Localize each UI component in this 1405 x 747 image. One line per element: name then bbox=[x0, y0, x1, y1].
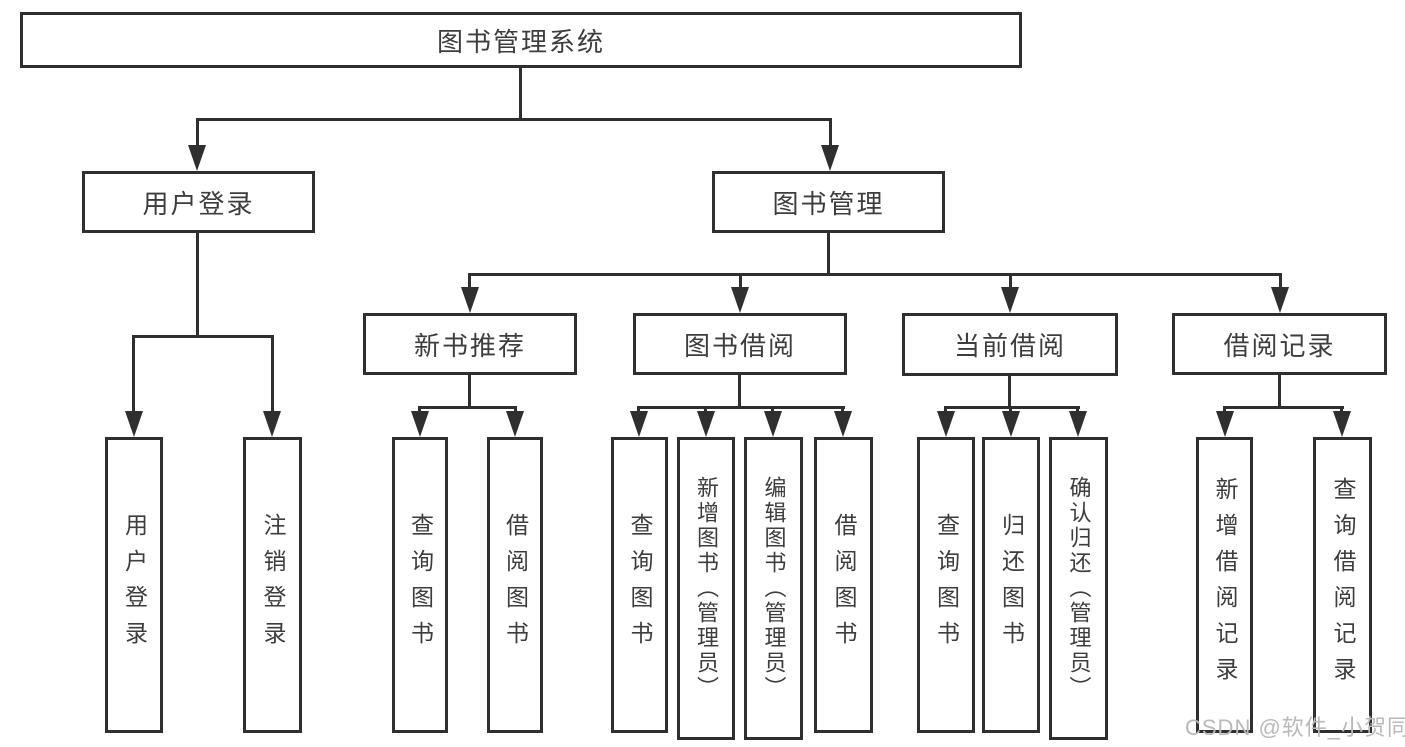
leaf-query-books-current: 查询图书 bbox=[917, 437, 975, 733]
leaf-return-book-label: 归还图书 bbox=[998, 513, 1025, 657]
csdn-watermark: CSDN @软件_小贺同学 bbox=[1185, 715, 1405, 740]
leaf-borrow-books-label: 借阅图书 bbox=[831, 513, 857, 657]
leaf-query-borrow-record: 查询借阅记录 bbox=[1313, 437, 1372, 733]
connector-line bbox=[829, 118, 832, 150]
arrow-down-icon bbox=[1001, 287, 1019, 313]
leaf-add-book-admin-label: 新增图书（管理员） bbox=[694, 476, 719, 701]
leaf-query-books-recommend: 查询图书 bbox=[392, 437, 448, 733]
connector-line bbox=[271, 335, 274, 413]
connector-line bbox=[196, 118, 832, 121]
connector-line bbox=[1223, 406, 1226, 415]
connector-line bbox=[468, 273, 471, 289]
connector-line bbox=[1009, 273, 1012, 289]
node-current-borrowing-label: 当前借阅 bbox=[953, 331, 1066, 361]
leaf-borrow-books: 借阅图书 bbox=[814, 437, 873, 733]
connector-line bbox=[1340, 406, 1343, 415]
leaf-logout-label: 注销登录 bbox=[260, 513, 286, 657]
connector-line bbox=[132, 335, 135, 413]
arrow-down-icon bbox=[1216, 411, 1234, 437]
connector-line bbox=[514, 406, 517, 415]
connector-line bbox=[637, 406, 845, 409]
arrow-down-icon bbox=[821, 145, 839, 171]
connector-line bbox=[418, 406, 517, 409]
leaf-confirm-return-admin: 确认归还（管理员） bbox=[1049, 437, 1108, 740]
leaf-edit-book-admin-label: 编辑图书（管理员） bbox=[761, 476, 787, 701]
arrow-down-icon bbox=[1002, 411, 1020, 437]
leaf-query-books-current-label: 查询图书 bbox=[933, 513, 960, 657]
leaf-borrow-books-recommend-label: 借阅图书 bbox=[502, 513, 529, 657]
arrow-down-icon bbox=[188, 145, 206, 171]
connector-line bbox=[132, 335, 273, 338]
leaf-query-books-borrowing: 查询图书 bbox=[611, 437, 668, 733]
leaf-user-login-label: 用户登录 bbox=[121, 513, 148, 657]
arrow-down-icon bbox=[1333, 411, 1351, 437]
connector-line bbox=[944, 406, 1080, 409]
arrow-down-icon bbox=[125, 411, 143, 437]
leaf-query-books-borrowing-label: 查询图书 bbox=[627, 513, 653, 657]
node-new-book-recommendation: 新书推荐 bbox=[363, 313, 577, 375]
node-borrowing-records-label: 借阅记录 bbox=[1223, 330, 1336, 361]
leaf-add-book-admin: 新增图书（管理员） bbox=[677, 437, 735, 740]
arrow-down-icon bbox=[1069, 411, 1087, 437]
leaf-add-borrow-record: 新增借阅记录 bbox=[1196, 437, 1253, 733]
node-book-borrowing: 图书借阅 bbox=[633, 313, 847, 375]
connector-line bbox=[827, 233, 830, 273]
connector-line bbox=[196, 118, 199, 150]
arrow-down-icon bbox=[731, 287, 749, 313]
leaf-borrow-books-recommend: 借阅图书 bbox=[487, 437, 543, 733]
connector-line bbox=[704, 406, 707, 415]
connector-line bbox=[738, 375, 741, 406]
leaf-add-borrow-record-label: 新增借阅记录 bbox=[1212, 477, 1238, 693]
arrow-down-icon bbox=[697, 411, 715, 437]
leaf-query-borrow-record-label: 查询借阅记录 bbox=[1330, 477, 1356, 693]
arrow-down-icon bbox=[461, 287, 479, 313]
node-library-management-system-label: 图书管理系统 bbox=[436, 26, 605, 57]
leaf-user-login: 用户登录 bbox=[105, 437, 163, 733]
node-book-management-label: 图书管理 bbox=[772, 188, 885, 219]
leaf-return-book: 归还图书 bbox=[982, 437, 1040, 733]
arrow-down-icon bbox=[834, 411, 852, 437]
leaf-query-books-recommend-label: 查询图书 bbox=[407, 513, 434, 657]
connector-line bbox=[418, 406, 421, 415]
node-book-management: 图书管理 bbox=[712, 171, 945, 233]
node-user-login-label: 用户登录 bbox=[142, 188, 255, 219]
arrow-down-icon bbox=[1271, 287, 1289, 313]
leaf-logout: 注销登录 bbox=[243, 437, 302, 733]
node-new-book-recommendation-label: 新书推荐 bbox=[413, 330, 526, 361]
arrow-down-icon bbox=[411, 411, 429, 437]
connector-line bbox=[944, 406, 947, 415]
connector-line bbox=[519, 68, 522, 118]
node-library-management-system: 图书管理系统 bbox=[20, 12, 1022, 68]
arrow-down-icon bbox=[764, 411, 782, 437]
connector-line bbox=[1009, 406, 1012, 415]
arrow-down-icon bbox=[937, 411, 955, 437]
connector-line bbox=[1278, 375, 1281, 406]
connector-line bbox=[1008, 376, 1011, 406]
connector-line bbox=[1279, 273, 1282, 289]
leaf-edit-book-admin: 编辑图书（管理员） bbox=[744, 437, 803, 740]
node-user-login: 用户登录 bbox=[82, 171, 315, 233]
arrow-down-icon bbox=[506, 411, 524, 437]
connector-line bbox=[1223, 406, 1344, 409]
connector-line bbox=[771, 406, 774, 415]
node-current-borrowing: 当前借阅 bbox=[902, 313, 1118, 376]
connector-line bbox=[739, 273, 742, 289]
node-book-borrowing-label: 图书借阅 bbox=[683, 330, 796, 361]
arrow-down-icon bbox=[630, 411, 648, 437]
connector-line bbox=[468, 273, 1282, 276]
leaf-confirm-return-admin-label: 确认归还（管理员） bbox=[1066, 476, 1092, 701]
connector-line bbox=[841, 406, 844, 415]
connector-line bbox=[196, 233, 199, 335]
connector-line bbox=[468, 375, 471, 406]
node-borrowing-records: 借阅记录 bbox=[1172, 313, 1387, 375]
connector-line bbox=[637, 406, 640, 415]
connector-line bbox=[1076, 406, 1079, 415]
arrow-down-icon bbox=[263, 411, 281, 437]
